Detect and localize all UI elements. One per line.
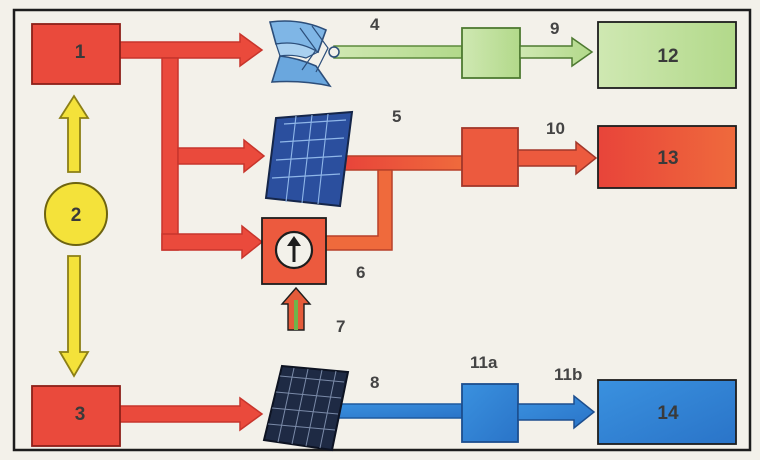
label-4: 4 (370, 15, 380, 34)
box-3-label: 3 (75, 404, 86, 425)
arrow-trunk-to-5 (178, 140, 264, 172)
label-7: 7 (336, 317, 345, 336)
orange-arrow-10 (518, 142, 596, 174)
target-box-12: 12 (598, 22, 736, 88)
target-box-13: 13 (598, 126, 736, 188)
yellow-arrow-down-to-3 (60, 256, 88, 376)
label-5: 5 (392, 107, 401, 126)
yellow-arrow-up-to-1 (60, 96, 88, 172)
red-flow-lines (118, 34, 264, 258)
gauge-arrow-icon (276, 232, 312, 268)
solar-panel-icon (266, 112, 352, 206)
orange-converter-block (462, 128, 518, 186)
arrow-1-to-4 (118, 34, 262, 66)
box-1-label: 1 (75, 42, 86, 63)
target-box-14: 14 (598, 380, 736, 444)
box-14-label: 14 (657, 403, 679, 424)
green-line-4 (334, 46, 462, 58)
orange-line-from-5 (344, 156, 462, 170)
photovoltaic-panel-icon (264, 366, 348, 450)
source-box-1: 1 (32, 24, 120, 84)
blue-arrow-11b (518, 396, 594, 428)
green-arrow-9 (520, 38, 592, 66)
label-8: 8 (370, 373, 379, 392)
node-2-label: 2 (71, 205, 82, 226)
box-13-label: 13 (657, 148, 678, 169)
box-12-label: 12 (657, 46, 678, 67)
red-trunk (162, 58, 178, 250)
source-box-3: 3 (32, 386, 120, 446)
label-6: 6 (356, 263, 365, 282)
label-10: 10 (546, 119, 565, 138)
input-arrow-7 (282, 288, 310, 330)
label-9: 9 (550, 19, 559, 38)
blue-flow (118, 384, 594, 442)
label-11a: 11a (470, 353, 498, 372)
orange-flow (324, 128, 596, 250)
green-converter-block (462, 28, 520, 78)
blue-line-8 (326, 404, 462, 418)
yellow-links: 2 (45, 96, 107, 376)
gauge-box-6 (262, 218, 326, 284)
red-arrow-3-to-8 (118, 398, 262, 430)
wind-turbine-blades-icon (270, 21, 339, 86)
blue-converter-block-11a (462, 384, 518, 442)
label-11b: 11b (554, 365, 582, 384)
